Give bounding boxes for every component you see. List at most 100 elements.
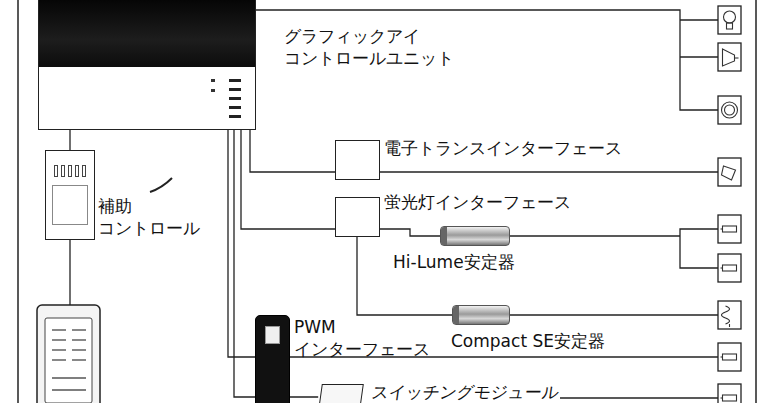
lamp-wire [680,229,718,268]
switching-module: スイッチングモジュール [318,384,364,403]
lamp-wire [680,19,718,20]
lamp-box [718,215,741,243]
unit-faceplate [39,0,255,67]
lamp-icon [718,384,741,403]
lowvolt-lamp [722,166,736,180]
lamp-symbol [721,265,737,271]
device-button [52,339,66,340]
unit-button [229,79,241,82]
unit-button [229,106,241,109]
unit-button [229,88,241,91]
device-face [45,318,92,403]
lamp-symbol [721,395,737,401]
device-button [52,377,86,378]
unit-led [211,89,215,92]
node-label: 補助 コントロール [98,195,218,239]
frame [18,0,756,403]
device-button [52,359,66,360]
wire [69,130,70,150]
lamp-symbol [722,166,736,180]
tube-lamp [723,265,737,271]
interface-box: 蛍光灯インターフェース [335,197,380,237]
halogen-pin [735,57,739,58]
pwm-window [265,326,280,344]
lamp-symbol [723,49,739,66]
lamp-symbol [721,226,737,232]
wire [357,237,452,315]
aux-button [82,165,86,177]
device-body [37,305,100,403]
circline-tube [722,102,738,118]
lamp-symbol [722,306,730,327]
node-label: PWM インターフェース [294,316,444,360]
aux-face [52,185,88,225]
lamp-wire [510,314,718,315]
aux-button [68,165,72,177]
device-button [72,359,86,360]
pwm-interface: PWM インターフェース [255,315,290,403]
halogen-reflector [723,49,735,66]
device-button [52,349,66,350]
device-button [72,339,86,340]
lamp-wire [510,235,680,236]
aux-wire [69,240,70,306]
ballast-end [441,227,447,245]
unit-led [211,79,215,82]
ballast: Hi-Lume安定器 [440,226,510,246]
wire [250,130,335,172]
lamp-box [718,6,741,34]
lamp-icon [718,96,741,124]
device-button [72,349,86,350]
frame-line [17,0,19,403]
lamp-symbol [721,354,737,360]
wire [380,229,440,236]
lamp-wire [560,397,718,398]
unit-button [229,115,241,118]
lamp-wire [380,171,718,172]
node-label: グラフィックアイ コントロールユニット [284,25,474,69]
wire [241,130,335,229]
device-buttons [52,330,86,390]
device-button [52,329,66,330]
aux-button [75,165,79,177]
wire [228,130,255,357]
device-button [72,329,86,330]
node-label: スイッチングモジュール [370,381,633,403]
bulb-base [727,23,733,29]
tube-lamp [723,226,737,232]
lamp-box [718,43,741,71]
lamp-icons [718,6,741,403]
lamp-wire [256,10,718,110]
lamp-icon [718,301,741,329]
aux-control: 補助 コントロール [45,150,95,240]
aux-button [61,165,65,177]
tube-pin [721,356,723,357]
circline-tube [725,105,735,115]
tube-pin [721,397,723,398]
lamp-icon [718,6,741,34]
bulb-glass [724,11,736,23]
ballast-end [453,306,459,324]
lamp-box [718,384,741,403]
aux-button [54,165,58,177]
tube-lamp [723,354,737,360]
lamp-box [718,343,741,371]
lamp-box [718,301,741,329]
wallbox-device [37,305,100,403]
cfl-base [729,324,730,327]
ballast: Compact SE安定器 [452,305,510,325]
lamp-icon [718,158,741,186]
tube-lamp [723,395,737,401]
pen-mark [150,178,172,192]
lamp-symbol [724,11,736,29]
lamp-icon [718,343,741,371]
tube-pin [721,267,723,268]
control-unit: グラフィックアイ コントロールユニット [38,0,256,130]
unit-button [229,97,241,100]
lamp-icon [718,254,741,282]
lamp-icon [718,43,741,71]
lamp-box [718,254,741,282]
node-label: Compact SE安定器 [451,330,651,352]
